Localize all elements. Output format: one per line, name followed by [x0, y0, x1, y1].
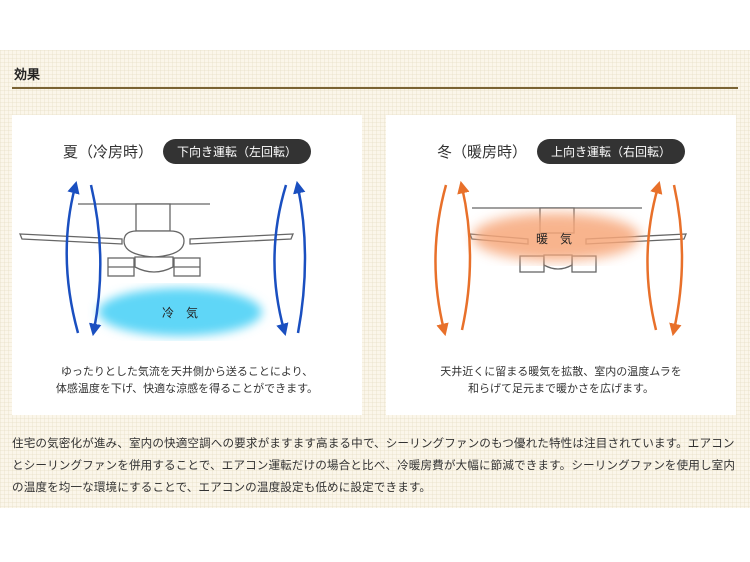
summer-title: 夏（冷房時）	[62, 143, 153, 161]
warm-air-label: 暖 気	[536, 231, 572, 246]
cool-air-cloud	[98, 288, 262, 336]
ceiling-fan-icon	[19, 203, 294, 277]
heading-rule	[12, 87, 738, 89]
summer-caption-line: ゆったりとした気流を天井側から送ることにより、	[60, 365, 314, 378]
description-paragraph: 住宅の気密化が進み、室内の快適空調への要求がますます高まる中で、シーリングファン…	[12, 436, 736, 494]
warm-air-cloud	[472, 213, 640, 261]
winter-mode-badge: 上向き運転（右回転）	[537, 139, 686, 164]
winter-fan-diagram: 暖 気	[434, 180, 687, 337]
winter-panel: 暖 気 冬（暖房時） 上向き運転（右回転） 天井近くに留まる暖気を拡散、室内の温度…	[386, 115, 736, 415]
summer-fan-diagram: 冷 気	[19, 180, 307, 337]
airflow-arrows	[434, 180, 684, 337]
summer-mode-badge: 下向き運転（左回転）	[163, 139, 312, 164]
winter-title: 冬（暖房時）	[436, 143, 527, 161]
section-heading: 効果	[14, 68, 41, 83]
summer-panel: 冷 気 夏（冷房時） 下向き運転（左回転） ゆったりとした気流を天井側から送ること…	[12, 115, 362, 415]
summer-caption-line: 体感温度を下げ、快適な涼感を得ることができます。	[55, 382, 319, 395]
winter-caption-line: 天井近くに留まる暖気を拡散、室内の温度ムラを	[440, 365, 682, 378]
cool-air-label: 冷 気	[162, 305, 198, 320]
airflow-arrows	[65, 180, 307, 337]
winter-caption-line: 和らげて足元まで暖かさを広げます。	[468, 382, 654, 395]
